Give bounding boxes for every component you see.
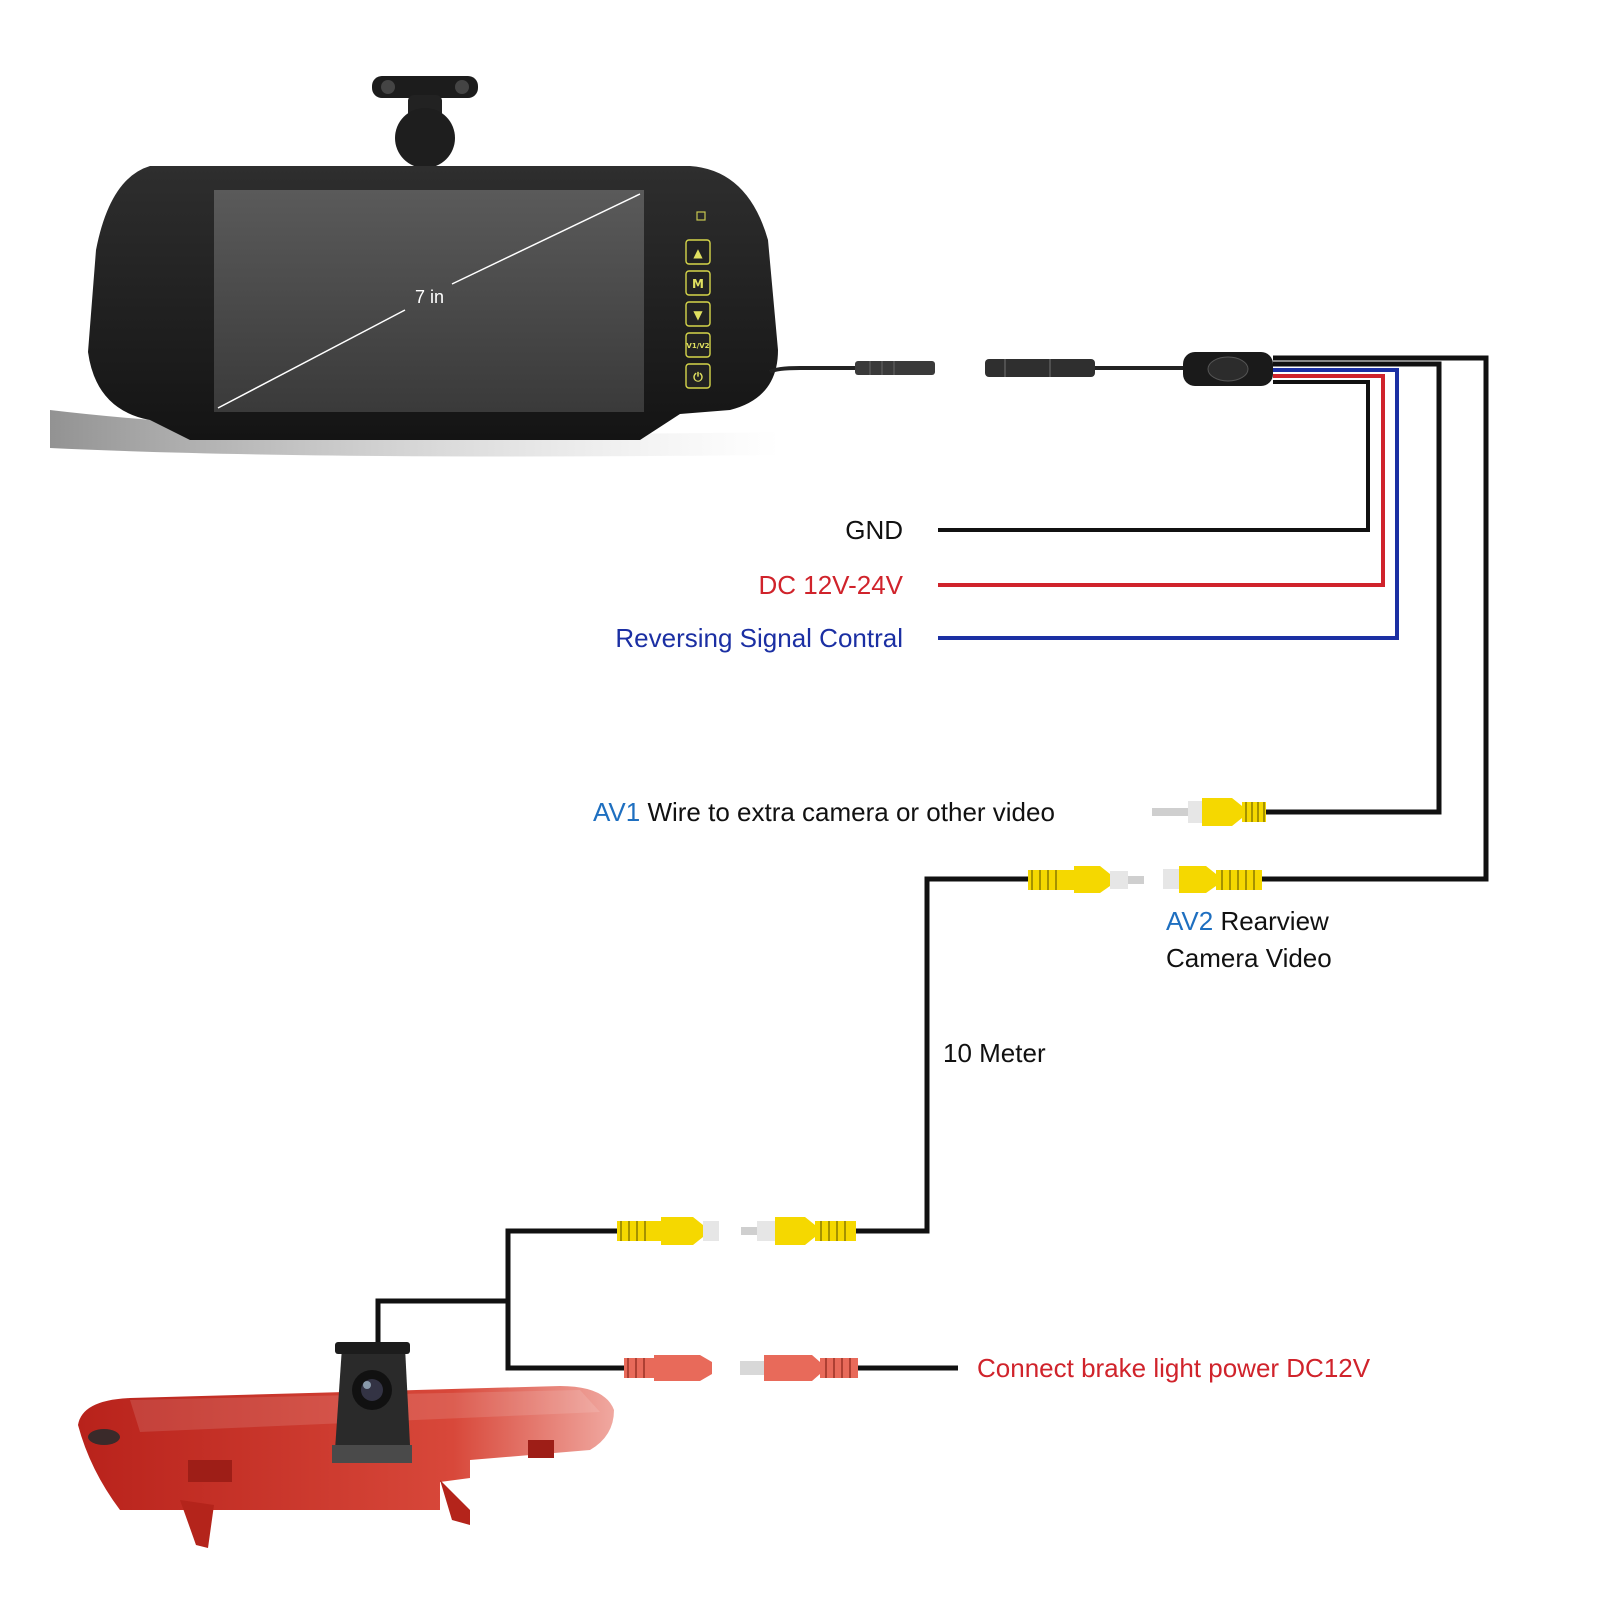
monitor-mount <box>372 76 478 168</box>
monitor-cable <box>768 352 1273 386</box>
svg-text:AV2 Rearview: AV2 Rearview <box>1166 906 1329 936</box>
av2-description-line1: Rearview <box>1213 906 1329 936</box>
camera-wires <box>375 1228 958 1371</box>
brake-power-male-plug <box>740 1355 858 1381</box>
down-arrow-icon: ▼ <box>693 308 703 322</box>
power-icon: ⏻ <box>693 370 703 384</box>
av2-rca-female-plug <box>1163 866 1262 893</box>
av2-label: AV2 Rearview Camera Video <box>1166 906 1332 973</box>
av2-description-line2: Camera Video <box>1166 943 1332 973</box>
gnd-wire <box>938 380 1370 532</box>
camera-rca-female-plug <box>617 1217 719 1245</box>
av-switch-icon: V1/V2 <box>686 342 709 350</box>
camera-link-wire <box>375 1298 508 1345</box>
screen-size-label: 7 in <box>415 287 444 307</box>
brake-light-camera <box>78 1342 614 1548</box>
extension-rca-male-plug-bottom <box>741 1217 856 1245</box>
cable-length-label: 10 Meter <box>943 1038 1046 1068</box>
up-arrow-icon: ▲ <box>693 246 703 260</box>
av2-wire <box>1262 355 1489 882</box>
av1-description: Wire to extra camera or other video <box>640 797 1055 827</box>
monitor-button-down[interactable]: ▼ <box>685 301 711 327</box>
reversing-signal-label: Reversing Signal Contral <box>615 623 903 653</box>
monitor-button-av-switch[interactable]: V1/V2 <box>685 332 711 358</box>
ir-sensor-icon <box>696 211 706 221</box>
svg-text:AV1 Wire to extra camera or ot: AV1 Wire to extra camera or other video <box>593 797 1055 827</box>
gnd-label: GND <box>845 515 903 545</box>
rearview-mirror-monitor: 7 in ▲ M ▼ V1/V2 ⏻ <box>50 76 780 457</box>
av1-tag: AV1 <box>593 797 640 827</box>
screen-diagonal-line-a <box>217 309 406 409</box>
extension-cable <box>741 866 1144 1245</box>
menu-icon: M <box>692 277 704 291</box>
monitor-button-power[interactable]: ⏻ <box>685 363 711 389</box>
signal-wire <box>938 368 1399 640</box>
male-connector-plug <box>855 361 935 375</box>
brake-power-female-plug <box>624 1355 712 1381</box>
brake-power-label: Connect brake light power DC12V <box>977 1353 1371 1383</box>
av1-wire <box>1262 361 1442 815</box>
monitor-button-menu[interactable]: M <box>685 270 711 296</box>
dc-voltage-label: DC 12V-24V <box>758 570 903 600</box>
monitor-button-up[interactable]: ▲ <box>685 239 711 265</box>
av1-label: AV1 Wire to extra camera or other video <box>593 797 1055 827</box>
camera-video-wire <box>505 1228 624 1371</box>
av1-rca-female-plug <box>1152 798 1266 826</box>
power-wire <box>938 374 1385 587</box>
av2-tag: AV2 <box>1166 906 1213 936</box>
female-connector-socket <box>985 359 1095 377</box>
screen-diagonal-line-b <box>451 193 641 285</box>
power-wires <box>938 355 1489 882</box>
extension-wire <box>856 876 1028 1234</box>
extension-rca-male-plug-top <box>1028 866 1144 893</box>
